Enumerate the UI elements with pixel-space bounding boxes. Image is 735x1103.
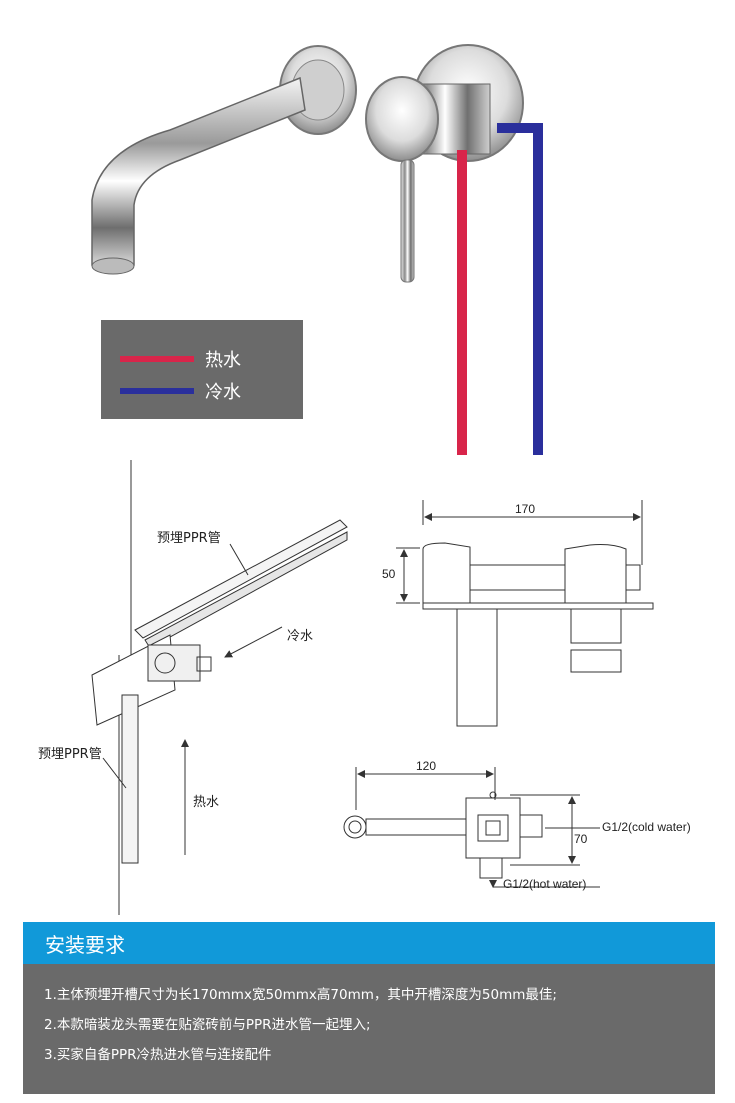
install-sketch <box>91 460 348 915</box>
cold-inlet-label: G1/2(cold water) <box>602 820 691 834</box>
requirements-title: 安装要求 <box>45 933 125 957</box>
cold-water-swatch <box>120 388 194 394</box>
hot-water-swatch <box>120 356 194 362</box>
hot-water-label: 热水 <box>205 350 241 371</box>
requirements-body: 1.主体预埋开槽尺寸为长170mmx宽50mmx高70mm，其中开槽深度为50m… <box>23 964 715 1094</box>
cold-water-label: 冷水 <box>205 382 241 403</box>
front-width-dimension: 170 <box>515 502 536 516</box>
top-view-drawing <box>343 767 600 888</box>
faucet-illustration <box>91 44 543 455</box>
faucet-spout-icon <box>91 45 357 275</box>
front-view-drawing <box>396 500 654 727</box>
spout-length-dimension: 120 <box>416 759 437 773</box>
requirement-item: 2.本款暗装龙头需要在贴瓷砖前与PPR进水管一起埋入; <box>44 1017 371 1033</box>
legend-hot-row: 热水 <box>101 344 303 374</box>
requirement-item: 3.买家自备PPR冷热进水管与连接配件 <box>44 1047 272 1063</box>
front-height-dimension: 50 <box>382 567 396 581</box>
mixer-valve-icon <box>365 44 524 283</box>
cold-water-label: 冷水 <box>287 629 314 644</box>
requirement-item: 1.主体预埋开槽尺寸为长170mmx宽50mmx高70mm，其中开槽深度为50m… <box>44 987 557 1003</box>
legend-cold-row: 冷水 <box>101 376 303 406</box>
pipe-label-left: 预埋PPR管 <box>38 747 102 762</box>
hot-inlet-label: G1/2(hot water) <box>503 877 587 891</box>
pipe-label-top: 预埋PPR管 <box>157 531 221 546</box>
diagram-drawing <box>91 460 654 915</box>
body-depth-dimension: 70 <box>574 832 588 846</box>
requirements-header: 安装要求 <box>23 922 715 964</box>
technical-diagrams: 预埋PPR管 预埋PPR管 冷水 热水 170 50 120 70 G1/2(c… <box>0 455 735 925</box>
hot-water-label: 热水 <box>193 795 220 810</box>
pipe-color-legend: 热水 冷水 <box>101 320 303 419</box>
product-photo <box>0 0 735 460</box>
